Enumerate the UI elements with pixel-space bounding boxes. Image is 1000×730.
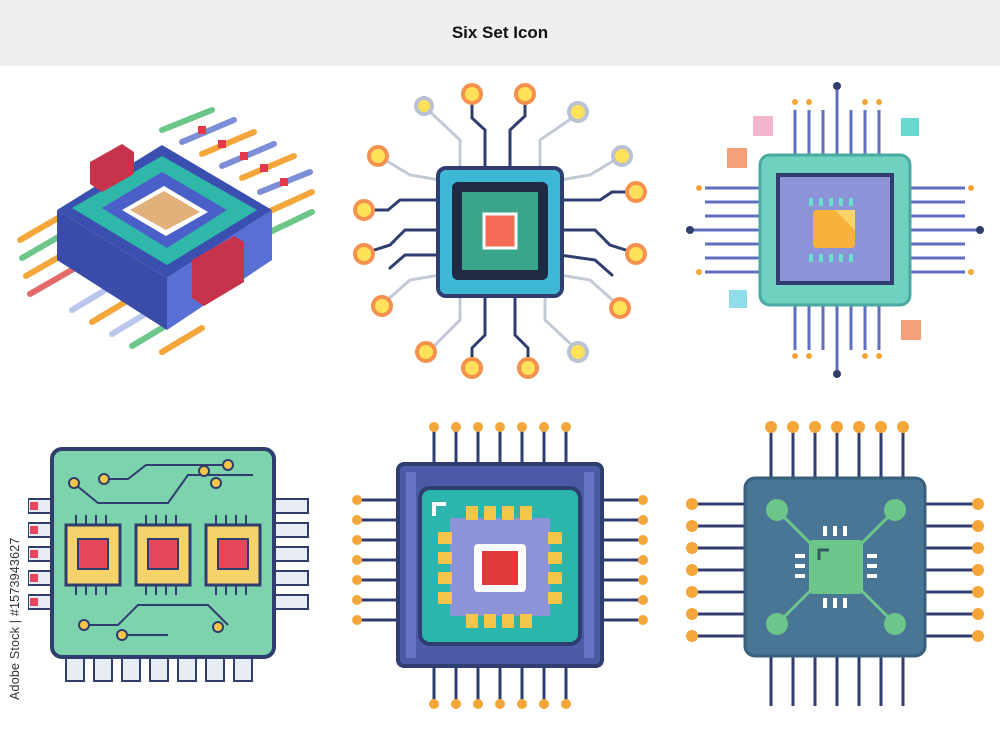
triple-chip-board-icon — [28, 445, 318, 690]
page-title: Six Set Icon — [451, 23, 549, 42]
circuit-nodes-chip-icon — [350, 80, 650, 380]
stock-watermark-text: Adobe Stock | #1573943627 — [8, 537, 22, 700]
framed-processor-icon — [350, 420, 650, 715]
cpu-pins-chip-icon — [685, 80, 985, 380]
connected-core-chip-icon — [685, 420, 985, 715]
header-bar: Six Set Icon — [0, 0, 1000, 66]
isometric-microchip-icon — [12, 100, 322, 360]
